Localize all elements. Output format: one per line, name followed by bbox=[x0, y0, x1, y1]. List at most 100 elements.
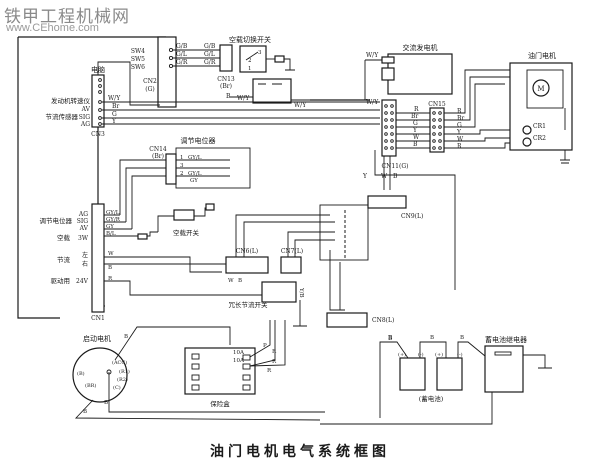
svg-text:CN15: CN15 bbox=[428, 101, 446, 108]
svg-text:B: B bbox=[238, 278, 242, 284]
svg-text:GY: GY bbox=[190, 178, 198, 184]
wire-label: G/R bbox=[176, 59, 188, 66]
svg-text:(+): (+) bbox=[435, 351, 443, 358]
svg-text:B: B bbox=[83, 409, 87, 415]
svg-text:CN1: CN1 bbox=[91, 315, 105, 322]
svg-text:R: R bbox=[457, 108, 462, 115]
svg-text:(-): (-) bbox=[418, 351, 424, 358]
fuse-box: 保险盒 10A 10A P R R R bbox=[184, 320, 286, 408]
svg-text:GY/R: GY/R bbox=[106, 217, 121, 223]
cn14-potentiometer: 调节电位器 CN14 (Br) 1 3 2 GY/L GY/L GY bbox=[119, 136, 251, 229]
svg-text:(+): (+) bbox=[398, 351, 406, 358]
wire-label: W/Y bbox=[237, 95, 250, 102]
svg-text:10A: 10A bbox=[233, 358, 245, 364]
svg-text:Y: Y bbox=[412, 127, 418, 134]
starter-motor: 启动电机 (B) (ACC) (R1) (R2) (C) (BR) B B B bbox=[72, 326, 325, 421]
svg-text:(C): (C) bbox=[113, 384, 121, 391]
svg-text:B: B bbox=[226, 93, 231, 100]
svg-text:AG: AG bbox=[80, 121, 90, 128]
svg-text:B: B bbox=[108, 265, 112, 271]
cn13-connector: CN13 (Br) bbox=[217, 44, 235, 90]
svg-text:(蓄电池): (蓄电池) bbox=[419, 394, 444, 403]
svg-text:(ACC): (ACC) bbox=[112, 359, 127, 366]
svg-text:右: 右 bbox=[82, 260, 88, 268]
svg-text:CN7(L): CN7(L) bbox=[281, 248, 303, 255]
cn2-color: (G) bbox=[145, 86, 154, 93]
svg-text:蓄电池继电器: 蓄电池继电器 bbox=[485, 335, 527, 344]
battery-relay: 蓄电池继电器 bbox=[320, 335, 552, 425]
svg-text:CR2: CR2 bbox=[533, 135, 546, 142]
cn2-wires: G/B G/L G/R G/B G/L G/R bbox=[173, 43, 220, 67]
svg-text:B: B bbox=[388, 335, 392, 341]
svg-text:W/Y: W/Y bbox=[108, 95, 121, 102]
alternator-label: 交流发电机 bbox=[403, 43, 438, 52]
svg-text:(BR): (BR) bbox=[85, 382, 96, 389]
svg-text:Y: Y bbox=[456, 129, 462, 136]
svg-text:GY: GY bbox=[106, 224, 114, 230]
svg-text:G: G bbox=[413, 120, 418, 127]
throttle-motor-label: 油门电机 bbox=[528, 51, 556, 60]
svg-text:3W: 3W bbox=[78, 235, 89, 242]
svg-text:左: 左 bbox=[82, 251, 88, 259]
svg-text:B: B bbox=[393, 173, 398, 180]
svg-text:(-): (-) bbox=[457, 351, 463, 358]
svg-text:(B): (B) bbox=[77, 370, 85, 377]
cn2-pin-label: SW6 bbox=[131, 64, 145, 71]
svg-text:空载开关: 空载开关 bbox=[173, 228, 200, 237]
svg-text:(Br): (Br) bbox=[152, 153, 164, 160]
svg-text:B: B bbox=[413, 141, 418, 148]
cn9-connector: CN9(L) bbox=[367, 195, 423, 220]
idle-switch: 空载开关 bbox=[157, 203, 215, 237]
wire-label: G/L bbox=[176, 51, 187, 58]
cn1-connector: CN1 AG 调节电位器 SIG AV 空载 3W 节流 左 右 驱动用 24V bbox=[40, 203, 105, 322]
svg-text:R: R bbox=[108, 276, 113, 282]
wire-label: G/B bbox=[204, 43, 216, 50]
svg-text:启动电机: 启动电机 bbox=[83, 334, 111, 343]
svg-text:R: R bbox=[414, 106, 419, 113]
svg-text:24V: 24V bbox=[76, 278, 89, 285]
svg-text:节流: 节流 bbox=[57, 255, 71, 264]
svg-text:R: R bbox=[457, 143, 462, 150]
svg-text:SIG: SIG bbox=[77, 218, 88, 225]
svg-text:B: B bbox=[104, 400, 108, 406]
svg-text:W: W bbox=[381, 173, 388, 180]
cn2-connector: SW4 SW5 SW6 CN2 (G) bbox=[131, 36, 177, 108]
cn11-cn15-wires: R Br G Y W B Y W B bbox=[362, 106, 456, 290]
svg-text:3: 3 bbox=[258, 50, 262, 56]
svg-text:AV: AV bbox=[79, 225, 89, 232]
svg-text:Y/B: Y/B bbox=[298, 287, 304, 298]
svg-text:W: W bbox=[108, 251, 114, 257]
svg-text:B: B bbox=[430, 335, 434, 341]
motor-icon bbox=[532, 79, 550, 97]
svg-text:(R2): (R2) bbox=[117, 376, 128, 383]
svg-text:发动机转速仪: 发动机转速仪 bbox=[51, 96, 91, 105]
svg-text:R: R bbox=[267, 368, 272, 374]
throttle-motor: 油门电机 M CR1 CR2 bbox=[509, 51, 573, 164]
svg-text:3: 3 bbox=[180, 163, 184, 169]
svg-text:空载: 空载 bbox=[57, 233, 71, 242]
svg-text:W/Y: W/Y bbox=[366, 52, 379, 59]
watermark-url: www.CEhome.com bbox=[6, 22, 99, 34]
svg-text:(R1): (R1) bbox=[119, 368, 130, 375]
ac-switch: 空载切换开关 3 2 1 bbox=[229, 35, 295, 73]
svg-text:驱动用: 驱动用 bbox=[51, 277, 71, 285]
diagram-caption: 油门电机电气系统框图 bbox=[210, 444, 390, 460]
svg-text:GY/L: GY/L bbox=[106, 210, 120, 216]
svg-text:1: 1 bbox=[248, 66, 252, 72]
svg-text:G: G bbox=[457, 122, 462, 129]
svg-text:调节电位器: 调节电位器 bbox=[40, 216, 73, 225]
svg-text:2: 2 bbox=[248, 58, 252, 64]
svg-text:B: B bbox=[124, 334, 128, 340]
ac-switch-label: 空载切换开关 bbox=[229, 35, 271, 44]
svg-text:Br: Br bbox=[457, 115, 464, 122]
svg-text:CR1: CR1 bbox=[533, 123, 546, 130]
svg-text:GY/L: GY/L bbox=[188, 171, 202, 177]
svg-text:Br: Br bbox=[411, 113, 418, 120]
svg-text:CN14: CN14 bbox=[149, 146, 167, 153]
svg-text:GY/L: GY/L bbox=[188, 155, 202, 161]
svg-text:P: P bbox=[263, 343, 267, 349]
cn8-connector: CN8(L) B bbox=[326, 312, 394, 342]
svg-text:R: R bbox=[272, 349, 277, 355]
svg-text:AG: AG bbox=[78, 211, 88, 218]
wire-label: G/R bbox=[204, 59, 216, 66]
